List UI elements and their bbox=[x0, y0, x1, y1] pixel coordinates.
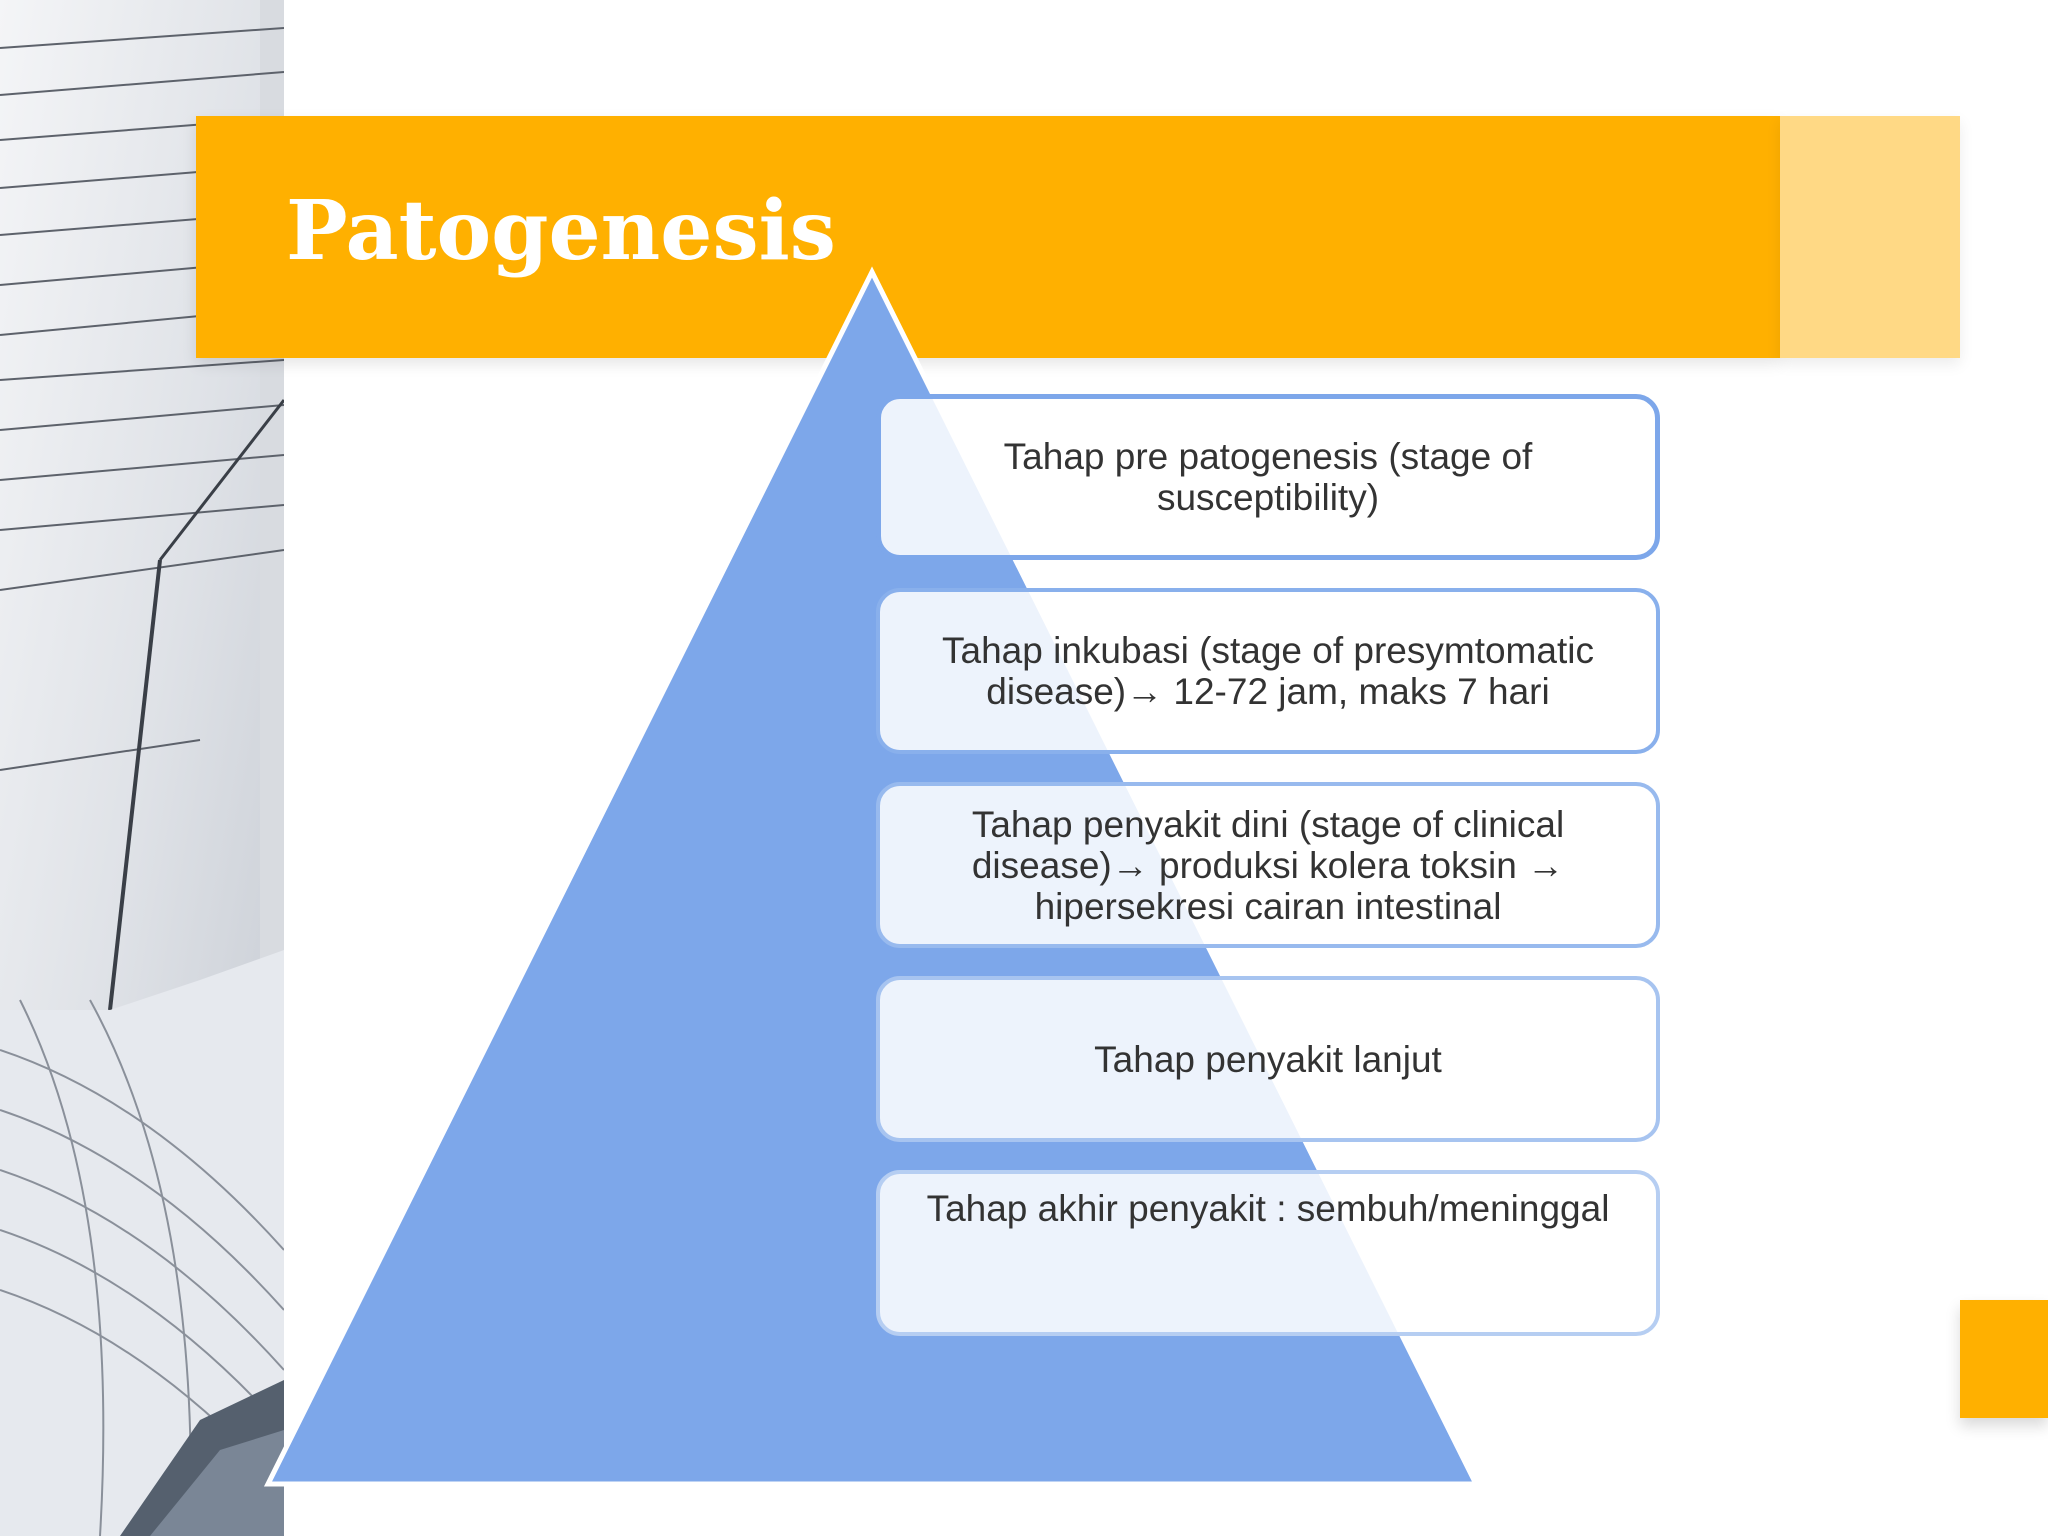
title-band bbox=[196, 116, 1780, 358]
stage-label: Tahap penyakit dini (stage of clinical d… bbox=[971, 803, 1565, 927]
stage-label: Tahap inkubasi (stage of presymtomatic d… bbox=[942, 630, 1594, 712]
stage-label: Tahap pre patogenesis (stage of suscepti… bbox=[1003, 436, 1533, 518]
corner-accent-square bbox=[1960, 1300, 2048, 1418]
title-band-accent bbox=[1780, 116, 1960, 358]
slide-title: Patogenesis bbox=[286, 183, 836, 279]
stage-box-penyakit-dini: Tahap penyakit dini (stage of clinical d… bbox=[876, 782, 1660, 948]
stage-label: Tahap penyakit lanjut bbox=[1094, 1038, 1442, 1080]
stage-box-pre-patogenesis: Tahap pre patogenesis (stage of suscepti… bbox=[876, 394, 1660, 560]
stage-box-penyakit-lanjut: Tahap penyakit lanjut bbox=[876, 976, 1660, 1142]
stage-box-akhir-penyakit: Tahap akhir penyakit : sembuh/meninggal bbox=[876, 1170, 1660, 1336]
stage-label: Tahap akhir penyakit : sembuh/meninggal bbox=[926, 1188, 1610, 1229]
stage-box-inkubasi: Tahap inkubasi (stage of presymtomatic d… bbox=[876, 588, 1660, 754]
